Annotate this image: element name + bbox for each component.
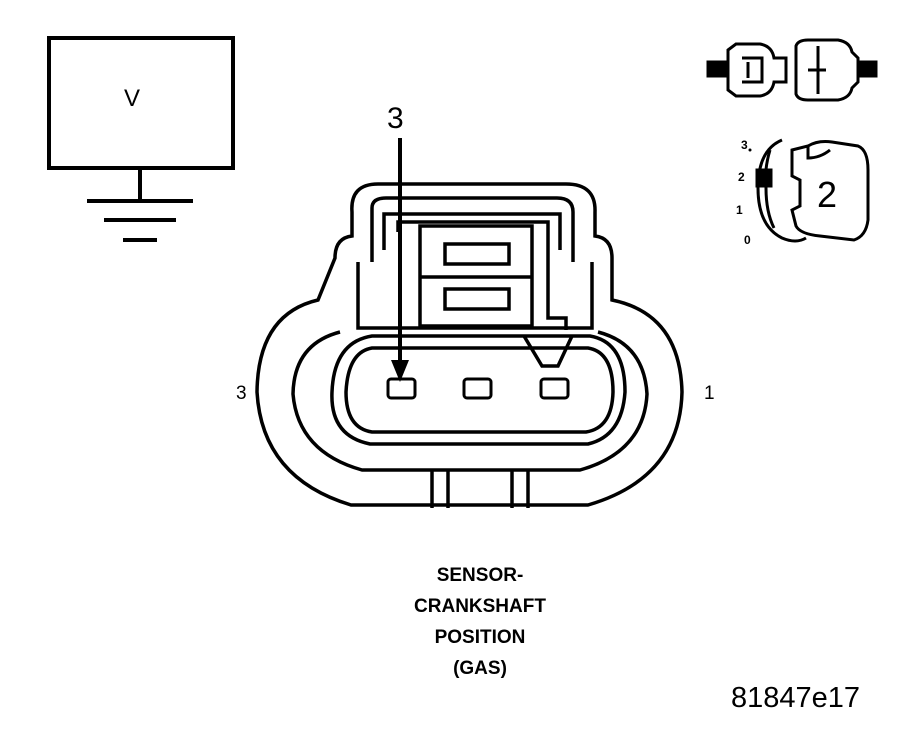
scale-dot-3 bbox=[748, 148, 752, 152]
probe-pin-label: 3 bbox=[387, 102, 404, 135]
pin-left-label: 3 bbox=[236, 383, 247, 404]
selected-value-label: 2 bbox=[817, 174, 838, 215]
pin-cavity-3 bbox=[386, 377, 417, 400]
connector-housing bbox=[255, 182, 684, 508]
back-probe-connector-icon bbox=[706, 38, 878, 102]
connector-caption: SENSOR- CRANKSHAFT POSITION (GAS) bbox=[330, 560, 630, 684]
figure-id: 81847e17 bbox=[731, 682, 861, 714]
scale-label-0: 0 bbox=[744, 233, 751, 247]
selector-knob-icon bbox=[755, 138, 870, 243]
pin-cavity-1 bbox=[539, 377, 570, 400]
scale-label-2: 2 bbox=[738, 170, 745, 184]
pin-right-label: 1 bbox=[704, 383, 715, 404]
probe-arrow-icon bbox=[391, 138, 409, 382]
caption-line-3: POSITION bbox=[434, 627, 526, 648]
voltmeter-label: V bbox=[124, 85, 141, 112]
voltmeter-box bbox=[47, 36, 235, 170]
caption-line-1: SENSOR- bbox=[436, 565, 524, 586]
scale-label-3: 3 bbox=[741, 138, 748, 152]
pin-cavity-2 bbox=[462, 377, 493, 400]
scale-label-1: 1 bbox=[736, 203, 743, 217]
ground-symbol-icon bbox=[87, 168, 193, 242]
caption-line-2: CRANKSHAFT bbox=[414, 596, 546, 617]
caption-line-4: (GAS) bbox=[453, 658, 507, 679]
